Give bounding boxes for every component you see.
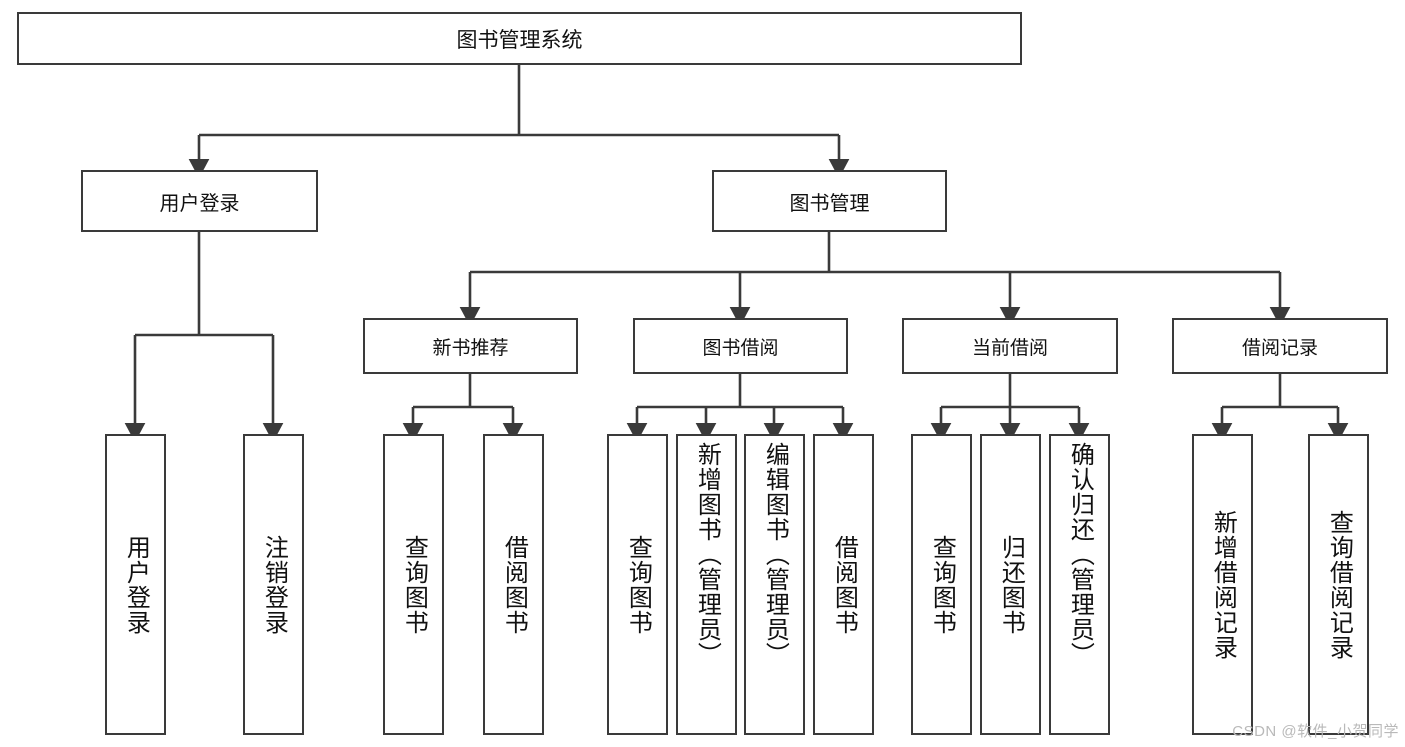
node-borrow-record[interactable]: 借阅记录 — [1172, 318, 1388, 374]
watermark: CSDN @软件_小贺同学 — [1232, 723, 1399, 740]
leaf-label: 确认归还（管理员） — [1066, 442, 1094, 667]
leaf-current-borrow-2[interactable]: 归还图书 — [980, 434, 1041, 735]
node-current-borrow-label: 当前借阅 — [971, 337, 1048, 359]
leaf-new-book-2[interactable]: 借阅图书 — [483, 434, 544, 735]
node-root[interactable]: 图书管理系统 — [17, 12, 1022, 65]
leaf-label: 查询图书 — [928, 534, 956, 635]
node-root-label: 图书管理系统 — [456, 28, 583, 52]
node-user-login-label: 用户登录 — [159, 192, 240, 215]
node-book-management[interactable]: 图书管理 — [712, 170, 947, 232]
node-new-book-recommend[interactable]: 新书推荐 — [363, 318, 578, 374]
node-user-login[interactable]: 用户登录 — [81, 170, 318, 232]
leaf-book-borrow-4[interactable]: 借阅图书 — [813, 434, 874, 735]
leaf-label: 借阅图书 — [830, 534, 858, 635]
leaf-label: 查询图书 — [624, 534, 652, 635]
leaf-label: 归还图书 — [997, 534, 1025, 635]
leaf-book-borrow-3[interactable]: 编辑图书（管理员） — [744, 434, 805, 735]
leaf-current-borrow-3[interactable]: 确认归还（管理员） — [1049, 434, 1110, 735]
leaf-borrow-record-2[interactable]: 查询借阅记录 — [1308, 434, 1369, 735]
node-book-borrow-label: 图书借阅 — [702, 337, 779, 359]
leaf-current-borrow-1[interactable]: 查询图书 — [911, 434, 972, 735]
node-current-borrow[interactable]: 当前借阅 — [902, 318, 1118, 374]
node-borrow-record-label: 借阅记录 — [1241, 337, 1318, 359]
leaf-user-login-2[interactable]: 注销登录 — [243, 434, 304, 735]
node-book-borrow[interactable]: 图书借阅 — [633, 318, 848, 374]
leaf-label: 注销登录 — [260, 534, 288, 635]
leaf-label: 编辑图书（管理员） — [761, 442, 789, 667]
leaf-book-borrow-1[interactable]: 查询图书 — [607, 434, 668, 735]
leaf-user-login-1[interactable]: 用户登录 — [105, 434, 166, 735]
leaf-new-book-1[interactable]: 查询图书 — [383, 434, 444, 735]
leaf-label: 查询图书 — [400, 534, 428, 635]
node-new-book-recommend-label: 新书推荐 — [432, 337, 509, 359]
leaf-label: 借阅图书 — [500, 534, 528, 635]
leaf-book-borrow-2[interactable]: 新增图书（管理员） — [676, 434, 737, 735]
node-book-management-label: 图书管理 — [789, 192, 870, 215]
leaf-borrow-record-1[interactable]: 新增借阅记录 — [1192, 434, 1253, 735]
leaf-label: 新增借阅记录 — [1209, 509, 1237, 660]
leaf-label: 新增图书（管理员） — [693, 442, 721, 667]
leaf-label: 查询借阅记录 — [1325, 509, 1353, 660]
leaf-label: 用户登录 — [122, 534, 150, 635]
